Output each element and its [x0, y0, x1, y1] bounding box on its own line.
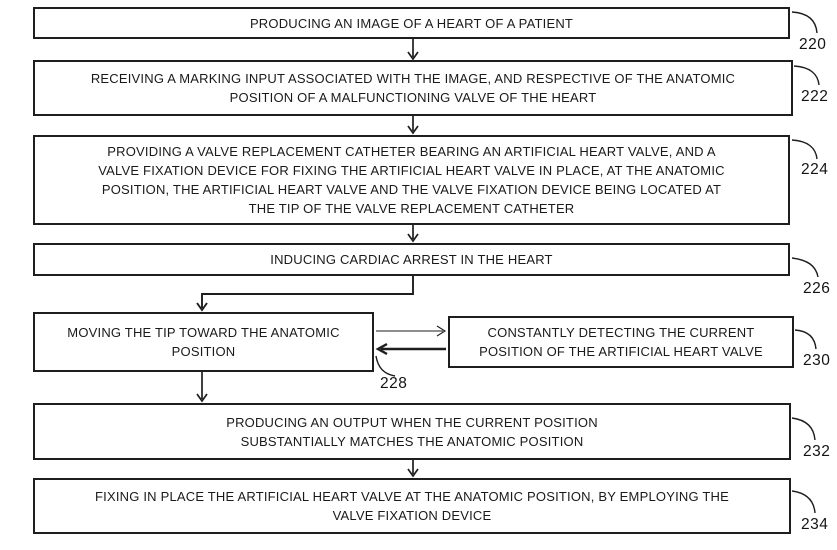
step-text-line: CONSTANTLY DETECTING THE CURRENT — [487, 325, 755, 340]
step-text-line: THE TIP OF THE VALVE REPLACEMENT CATHETE… — [248, 201, 575, 216]
arrow-228-to-230 — [376, 325, 447, 337]
arrow-228-to-232 — [196, 372, 208, 403]
leader-curve-232 — [791, 417, 816, 441]
ref-label-220: 220 — [799, 36, 827, 53]
ref-label-222: 222 — [801, 88, 829, 105]
arrow-220-to-222 — [407, 39, 419, 61]
step-230-box: CONSTANTLY DETECTING THE CURRENT POSITIO… — [448, 316, 794, 368]
step-text-line: PRODUCING AN IMAGE OF A HEART OF A PATIE… — [249, 15, 574, 31]
arrow-222-to-224 — [407, 116, 419, 135]
step-text-line: POSITION OF THE ARTIFICIAL HEART VALVE — [479, 344, 763, 359]
ref-label-224: 224 — [801, 161, 829, 178]
step-text-line: INDUCING CARDIAC ARREST IN THE HEART — [270, 252, 553, 267]
step-text-line: MOVING THE TIP TOWARD THE ANATOMIC — [67, 325, 340, 340]
leader-curve-228 — [375, 355, 396, 377]
step-text-line: FIXING IN PLACE THE ARTIFICIAL HEART VAL… — [95, 489, 729, 504]
step-text-line: VALVE FIXATION DEVICE — [332, 508, 492, 523]
ref-label-228: 228 — [380, 375, 408, 392]
step-224-box: PROVIDING A VALVE REPLACEMENT CATHETER B… — [33, 135, 790, 225]
arrow-232-to-234 — [407, 460, 419, 478]
leader-curve-230 — [794, 329, 817, 350]
step-234-box: FIXING IN PLACE THE ARTIFICIAL HEART VAL… — [33, 478, 791, 534]
step-222-box: RECEIVING A MARKING INPUT ASSOCIATED WIT… — [33, 60, 793, 116]
step-text-line: PRODUCING AN OUTPUT WHEN THE CURRENT POS… — [226, 414, 598, 430]
step-text-line: POSITION — [171, 344, 236, 359]
step-220-box: PRODUCING AN IMAGE OF A HEART OF A PATIE… — [33, 7, 790, 39]
step-text-line: SUBSTANTIALLY MATCHES THE ANATOMIC POSIT… — [240, 433, 584, 449]
step-text-line: POSITION OF A MALFUNCTIONING VALVE OF TH… — [229, 90, 597, 105]
leader-curve-226 — [791, 257, 819, 278]
elbow-arrow-226-to-228 — [196, 276, 414, 312]
step-text-line: VALVE FIXATION DEVICE FOR FIXING THE ART… — [98, 163, 725, 178]
step-232-box: PRODUCING AN OUTPUT WHEN THE CURRENT POS… — [33, 403, 791, 460]
step-text-line: POSITION, THE ARTIFICIAL HEART VALVE AND… — [101, 182, 722, 197]
leader-curve-224 — [791, 139, 818, 160]
arrow-224-to-226 — [407, 225, 419, 243]
arrow-230-to-228 — [375, 342, 446, 356]
step-228-box: MOVING THE TIP TOWARD THE ANATOMIC POSIT… — [33, 312, 374, 372]
ref-label-226: 226 — [803, 280, 831, 297]
step-226-box: INDUCING CARDIAC ARREST IN THE HEART — [33, 243, 790, 276]
leader-curve-234 — [791, 490, 816, 514]
ref-label-234: 234 — [801, 516, 829, 533]
leader-curve-222 — [793, 65, 820, 86]
ref-label-230: 230 — [803, 352, 831, 369]
ref-label-232: 232 — [803, 443, 831, 460]
step-text-line: RECEIVING A MARKING INPUT ASSOCIATED WIT… — [90, 71, 736, 86]
leader-curve-220 — [791, 11, 818, 34]
step-text-line: PROVIDING A VALVE REPLACEMENT CATHETER B… — [107, 144, 716, 159]
